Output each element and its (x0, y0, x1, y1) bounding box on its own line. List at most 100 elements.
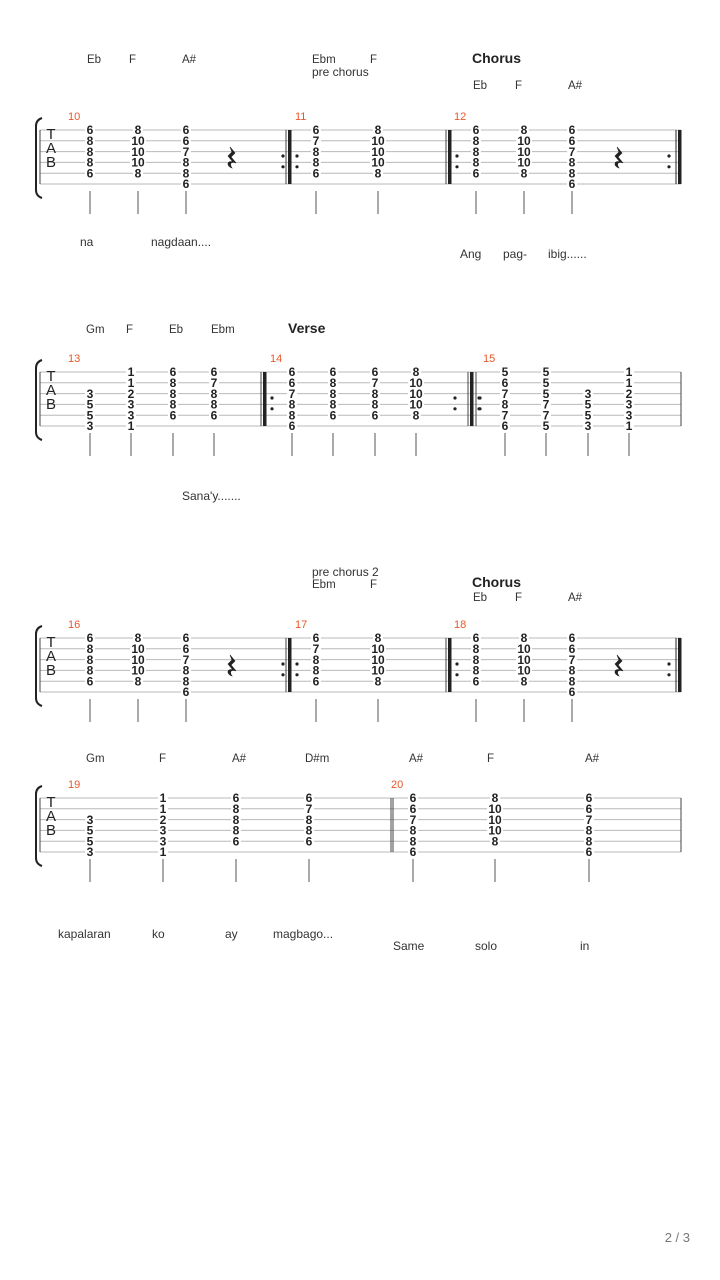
fret-number: 6 (170, 365, 177, 379)
fret-number: 8 (473, 145, 480, 159)
fret-number: 6 (211, 365, 218, 379)
fret-mask (311, 167, 321, 179)
fret-mask (541, 420, 551, 431)
chord-name: F (126, 324, 133, 336)
lyric-syllable: na (80, 235, 94, 249)
fret-number: 3 (128, 408, 135, 422)
fret-number: 6 (87, 166, 94, 180)
fret-number: 5 (87, 398, 94, 412)
repeat-thick-bar (448, 638, 452, 692)
chord-name: D#m (305, 753, 329, 765)
fret-number: 8 (289, 398, 296, 412)
fret-mask (583, 420, 593, 431)
fret-mask (130, 134, 146, 146)
fret-number: 3 (87, 845, 94, 859)
fret-mask (624, 366, 634, 377)
fret-mask (168, 398, 178, 410)
fret-mask (133, 167, 143, 179)
fret-mask (85, 145, 95, 157)
fret-number: 6 (372, 365, 379, 379)
fret-number: 1 (626, 419, 633, 433)
fret-number: 6 (569, 134, 576, 148)
fret-mask (584, 802, 594, 814)
fret-mask (311, 632, 321, 643)
fret-number: 2 (626, 387, 633, 401)
fret-mask (168, 376, 178, 388)
fret-number: 8 (135, 631, 142, 645)
fret-number: 5 (87, 408, 94, 422)
fret-number: 3 (160, 834, 167, 848)
fret-mask (567, 145, 577, 157)
fret-mask (584, 846, 594, 857)
lyric-syllable: ibig...... (548, 247, 587, 261)
fret-mask (370, 145, 386, 157)
fret-mask (567, 178, 577, 189)
fret-number: 1 (160, 802, 167, 816)
tab-clef-letter: A (46, 382, 56, 399)
tab-clef-letter: B (46, 662, 56, 679)
fret-mask (85, 642, 95, 654)
tab-clef-letter: A (46, 808, 56, 825)
fret-number: 6 (183, 631, 190, 645)
page-number: 2 / 3 (664, 1230, 690, 1245)
fret-number: 6 (87, 631, 94, 645)
fret-number: 8 (87, 642, 94, 656)
fret-mask (516, 664, 532, 676)
tab-clef-letter: T (46, 126, 55, 143)
fret-mask (584, 813, 594, 825)
chord-name: F (515, 592, 522, 604)
fret-number: 7 (211, 376, 218, 390)
fret-number: 1 (626, 376, 633, 390)
fret-mask (304, 792, 314, 803)
chord-name: Gm (86, 324, 105, 336)
measure-number: 11 (295, 111, 306, 123)
fret-number: 3 (87, 813, 94, 827)
measure-number: 13 (68, 353, 80, 365)
fret-mask (567, 167, 577, 179)
measure-number: 15 (483, 353, 495, 365)
chord-name: Ebm (312, 579, 336, 591)
fret-mask (126, 376, 136, 388)
fret-mask (567, 686, 577, 697)
tab-clef-letter: A (46, 140, 56, 157)
fret-number: 6 (372, 408, 379, 422)
repeat-thick-bar (448, 130, 452, 184)
fret-number: 10 (371, 664, 385, 678)
fret-mask (408, 398, 424, 410)
fret-number: 7 (502, 387, 509, 401)
fret-mask (370, 642, 386, 654)
fret-number: 8 (183, 664, 190, 678)
fret-number: 6 (183, 177, 190, 191)
quarter-rest-icon (227, 654, 237, 677)
fret-mask (370, 664, 386, 676)
fret-mask (328, 387, 338, 399)
fret-mask (181, 664, 191, 676)
fret-mask (567, 675, 577, 687)
fret-mask (85, 420, 95, 431)
fret-number: 1 (128, 376, 135, 390)
fret-number: 8 (569, 156, 576, 170)
fret-mask (304, 835, 314, 847)
lyric-syllable: Ang (460, 247, 481, 261)
fret-number: 3 (160, 824, 167, 838)
fret-mask (126, 420, 136, 431)
measure-number: 16 (68, 619, 80, 631)
fret-mask (373, 167, 383, 179)
repeat-dot (455, 165, 459, 169)
fret-number: 6 (330, 408, 337, 422)
fret-mask (471, 642, 481, 654)
fret-mask (158, 835, 168, 847)
fret-number: 6 (313, 123, 320, 137)
fret-mask (311, 675, 321, 687)
fret-mask (490, 835, 500, 847)
fret-number: 6 (306, 791, 313, 805)
fret-number: 3 (87, 387, 94, 401)
fret-mask (287, 376, 297, 388)
fret-number: 10 (488, 802, 502, 816)
fret-number: 8 (313, 653, 320, 667)
fret-number: 7 (543, 398, 550, 412)
fret-number: 7 (313, 642, 320, 656)
fret-number: 6 (87, 123, 94, 137)
fret-mask (500, 387, 510, 399)
fret-mask (370, 409, 380, 421)
